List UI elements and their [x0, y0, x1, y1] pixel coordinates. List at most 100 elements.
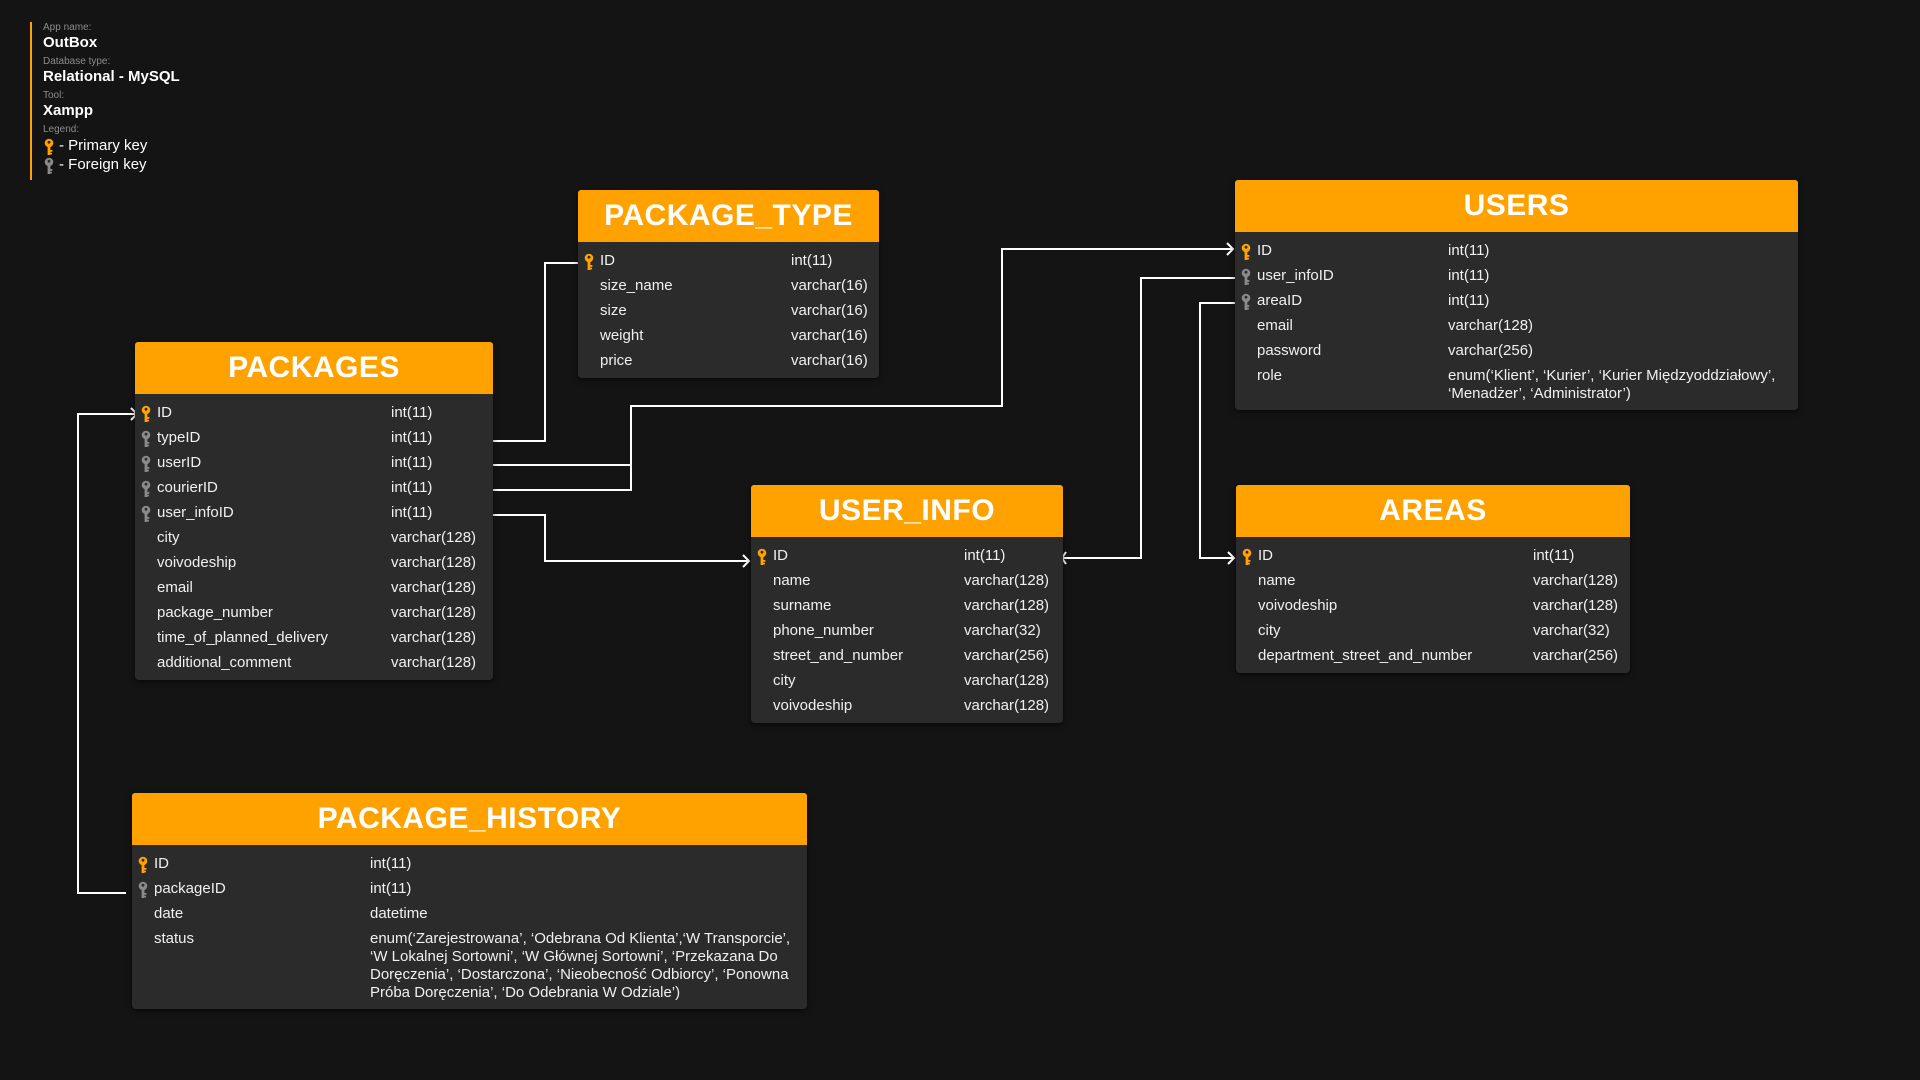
column-type: int(11) [1448, 242, 1490, 259]
relation-packages-courier [492, 465, 632, 491]
column-name: ID [154, 855, 169, 872]
key-spacer [132, 905, 154, 925]
column-type: varchar(256) [964, 647, 1050, 664]
key-spacer [135, 629, 157, 649]
column-type: datetime [370, 905, 428, 922]
column-name: role [1257, 367, 1283, 384]
key-spacer [1236, 647, 1258, 667]
relation-packages-type [492, 262, 585, 442]
column-name: name [773, 572, 811, 589]
key-spacer [578, 302, 600, 322]
db-type: Relational - MySQL [43, 68, 180, 85]
column-name: ID [157, 404, 172, 421]
column-name: ID [773, 547, 788, 564]
column-type: int(11) [391, 504, 433, 521]
column-name: phone_number [773, 622, 874, 639]
key-spacer [1235, 317, 1257, 337]
column-name: email [1257, 317, 1293, 334]
column-name: package_number [157, 604, 273, 621]
column-type: int(11) [391, 404, 433, 421]
foreign-key-icon [135, 504, 157, 524]
column-type: int(11) [370, 855, 412, 872]
column-name: additional_comment [157, 654, 292, 671]
column-name: city [1258, 622, 1281, 639]
table-title: PACKAGES [135, 342, 493, 394]
column-row[interactable]: ID int(11) [135, 401, 493, 426]
key-spacer [578, 277, 600, 297]
column-type: varchar(128) [1533, 597, 1619, 614]
table-title: PACKAGE_HISTORY [132, 793, 807, 845]
column-row[interactable]: additional_comment varchar(128) [135, 651, 493, 676]
column-row[interactable]: email varchar(128) [1235, 314, 1798, 339]
primary-key-icon [135, 404, 157, 424]
column-type: int(11) [1533, 547, 1575, 564]
column-name: userID [157, 454, 202, 471]
column-type: int(11) [370, 880, 412, 897]
key-spacer [751, 622, 773, 642]
column-type: varchar(128) [391, 654, 477, 671]
column-name: size [600, 302, 627, 319]
key-spacer [578, 327, 600, 347]
column-name: price [600, 352, 633, 369]
key-spacer [135, 604, 157, 624]
key-spacer [1235, 367, 1257, 387]
column-type: varchar(128) [1448, 317, 1534, 334]
key-spacer [751, 597, 773, 617]
column-type: int(11) [391, 454, 433, 471]
primary-key-icon [132, 855, 154, 875]
key-spacer [751, 697, 773, 717]
relation-users-userinfo [1063, 277, 1237, 559]
column-type: varchar(128) [1533, 572, 1619, 589]
column-type: varchar(16) [791, 327, 868, 344]
column-name: surname [773, 597, 832, 614]
column-name: email [157, 579, 193, 596]
key-spacer [1236, 597, 1258, 617]
column-row[interactable]: ID int(11) [132, 852, 807, 877]
app-name-label: App name: [43, 22, 92, 33]
relation-packages-userinfo [492, 514, 748, 562]
column-row[interactable]: userID int(11) [135, 451, 493, 476]
column-name: typeID [157, 429, 201, 446]
column-type: enum(‘Zarejestrowana’, ‘Odebrana Od Klie… [370, 930, 791, 1001]
